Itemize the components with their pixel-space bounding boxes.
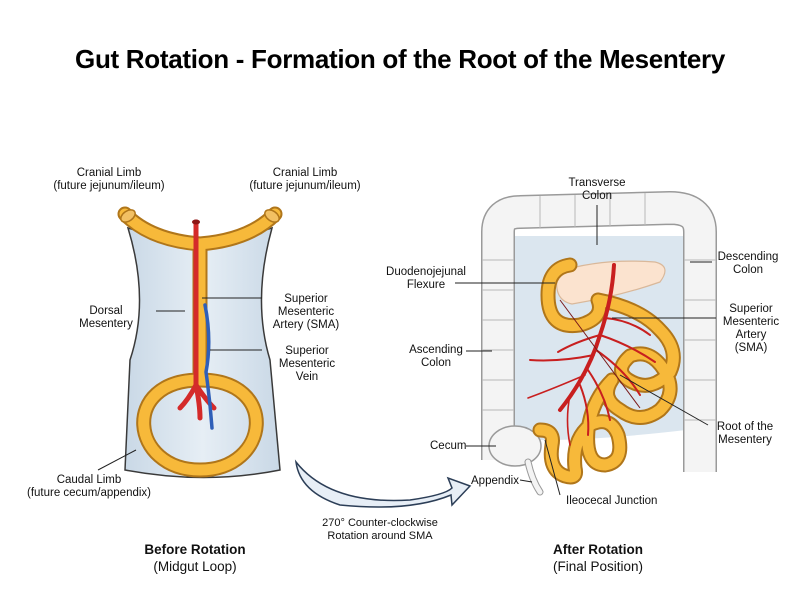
sma-before-line2: Mesenteric (277, 306, 335, 318)
sma-after-line3: Artery (735, 329, 767, 341)
rotation-label: 270° Counter-clockwise Rotation around S… (305, 517, 455, 543)
page-title: Gut Rotation - Formation of the Root of … (75, 44, 725, 74)
smv-line1: Superior (285, 345, 329, 357)
colon-frame-inner (482, 192, 716, 472)
rotation-line2: Rotation around SMA (327, 530, 433, 542)
midgut-tube (119, 208, 281, 476)
root-line1: Root of the (716, 421, 774, 433)
caption-before-sub: (Midgut Loop) (153, 559, 237, 574)
label-root-of-mesentery: Root of the Mesentery (704, 421, 786, 447)
dorsal-line2: Mesentery (79, 318, 133, 330)
root-of-mesentery-line (559, 299, 641, 409)
label-smv: Superior Mesenteric Vein (262, 345, 352, 384)
caption-after-sub: (Final Position) (552, 559, 644, 574)
sma-after-line1: Superior (729, 303, 773, 315)
dj-line1: Duodenojejunal (386, 266, 466, 278)
small-intestine (534, 259, 679, 483)
ascending-line1: Ascending (409, 344, 463, 356)
ileocecal-text: Ileocecal Junction (566, 495, 658, 507)
after-leader-lines (455, 205, 716, 496)
after-rotation-illustration (481, 191, 717, 496)
cranial-left-line1: Cranial Limb (76, 167, 142, 179)
caudal-line1: Caudal Limb (56, 474, 122, 486)
sma-after-line4: (SMA) (734, 342, 768, 354)
cranial-left-line2: (future jejunum/ileum) (53, 180, 165, 192)
before-leader-lines (97, 297, 262, 471)
cecum-text: Cecum (430, 440, 467, 452)
label-ascending-colon: Ascending Colon (396, 344, 476, 370)
dorsal-line1: Dorsal (89, 305, 123, 317)
caption-after-title: After Rotation (553, 542, 643, 557)
sma-after-line2: Mesenteric (722, 316, 780, 328)
label-dorsal-mesentery: Dorsal Mesentery (58, 305, 154, 331)
rotation-arrow-body (294, 459, 472, 508)
smv-vessel (203, 303, 214, 430)
label-sma-after: Superior Mesenteric Artery (SMA) (712, 303, 790, 355)
smv-line2: Mesenteric (278, 358, 336, 370)
descending-line2: Colon (732, 264, 764, 276)
transverse-line2: Colon (581, 190, 613, 202)
before-rotation-illustration (117, 206, 283, 479)
rotation-arrow (294, 459, 472, 508)
caption-before-title: Before Rotation (144, 542, 246, 557)
sma-cut-end (192, 219, 200, 225)
label-appendix: Appendix (471, 475, 519, 488)
caption-after: After Rotation (Final Position) (518, 541, 678, 575)
label-caudal-limb: Caudal Limb (future cecum/appendix) (14, 474, 164, 500)
appendix-fill (525, 459, 543, 495)
dj-line2: Flexure (406, 279, 446, 291)
label-cranial-limb-left: Cranial Limb (future jejunum/ileum) (34, 167, 184, 193)
caudal-line2: (future cecum/appendix) (26, 487, 151, 499)
ascending-line2: Colon (420, 357, 452, 369)
label-cranial-limb-right: Cranial Limb (future jejunum/ileum) (230, 167, 380, 193)
descending-line1: Descending (717, 251, 779, 263)
sma-vessel-left (177, 219, 217, 421)
caption-before: Before Rotation (Midgut Loop) (115, 541, 275, 575)
root-line2: Mesentery (718, 434, 772, 446)
label-transverse-colon: Transverse Colon (555, 177, 639, 203)
cranial-right-line2: (future jejunum/ileum) (249, 180, 361, 192)
rotation-line1: 270° Counter-clockwise (322, 517, 438, 529)
transverse-line1: Transverse (568, 177, 626, 189)
colon-haustra (482, 193, 716, 421)
label-dj-flexure: Duodenojejunal Flexure (378, 266, 474, 292)
label-cecum: Cecum (430, 440, 466, 453)
label-sma-before: Superior Mesenteric Artery (SMA) (258, 293, 354, 332)
label-ileocecal-junction: Ileocecal Junction (566, 495, 657, 508)
label-descending-colon: Descending Colon (708, 251, 788, 277)
appendix-text: Appendix (471, 475, 519, 487)
sma-before-line3: Artery (SMA) (272, 319, 340, 331)
sma-branches (527, 263, 656, 446)
cranial-limb-end-left (120, 209, 136, 223)
sma-before-line1: Superior (284, 293, 328, 305)
cranial-right-line1: Cranial Limb (272, 167, 338, 179)
smv-line3: Vein (295, 371, 319, 383)
cranial-limb-end-right (264, 209, 280, 223)
